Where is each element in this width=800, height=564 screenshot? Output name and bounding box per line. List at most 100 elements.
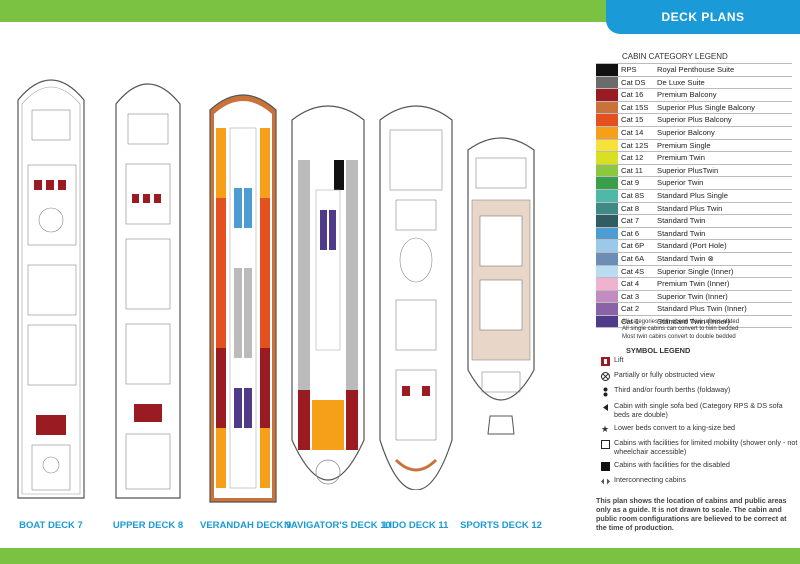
deck-label-11: LIDO DECK 11 (383, 520, 449, 531)
deck-10-drawing (291, 105, 365, 485)
category-code: Cat 11 (621, 165, 643, 175)
category-swatch (596, 202, 618, 215)
deck-8-drawing (115, 83, 181, 499)
category-code: Cat 12S (621, 140, 649, 150)
category-description: Superior PlusTwin (657, 165, 719, 175)
category-description: Standard (Port Hole) (657, 241, 727, 251)
disabled-facilities-icon (596, 461, 614, 472)
category-description: Premium Single (657, 140, 711, 150)
category-swatch (596, 114, 618, 126)
third-fourth-berth-icon (596, 386, 614, 397)
symbol-row-king-bed: ★ Lower beds convert to a king-size bed (596, 424, 800, 434)
category-swatch (596, 303, 618, 315)
lift-icon (596, 356, 614, 366)
category-swatch (596, 252, 618, 265)
deck-plan-sports-deck-12[interactable] (462, 130, 540, 470)
category-code: Cat 14 (621, 127, 644, 137)
symbol-row-berths: Third and/or fourth berths (foldaway) (596, 385, 800, 397)
symbol-text: Interconnecting cabins (614, 475, 686, 485)
category-description: Standard Plus Single (657, 190, 728, 200)
category-code: Cat 6A (621, 253, 645, 263)
limited-mobility-icon (596, 439, 614, 450)
category-row: Cat 16 Premium Balcony (596, 88, 792, 101)
category-row: Cat 12S Premium Single (596, 138, 792, 152)
symbol-text: Partially or fully obstructed view (614, 370, 715, 379)
category-code: Cat 3 (621, 291, 640, 301)
deck-plans-area: BOAT DECK 7 UPPER DECK 8 (0, 60, 590, 531)
category-description: Standard Twin (657, 216, 706, 226)
category-swatch (596, 315, 618, 328)
category-swatch (596, 101, 618, 114)
category-code: Cat 1 (621, 316, 640, 326)
category-code: Cat 12 (621, 153, 644, 163)
category-code: Cat DS (621, 77, 646, 87)
symbol-row-limited-mobility: Cabins with facilities for limited mobil… (596, 438, 800, 456)
category-description: Superior Twin (Inner) (657, 291, 728, 301)
symbol-text: Third and/or fourth berths (foldaway) (614, 385, 731, 394)
category-row: Cat DS De Luxe Suite (596, 75, 792, 89)
deck-label-7: BOAT DECK 7 (19, 520, 83, 531)
king-bed-star-icon: ★ (600, 424, 610, 435)
deck-plan-verandah-deck-9[interactable] (206, 88, 280, 510)
category-code: Cat 15 (621, 115, 644, 125)
category-description: Standard Plus Twin (Inner) (657, 304, 747, 314)
bottom-green-bar (0, 548, 800, 564)
category-description: Superior Plus Single Balcony (657, 102, 755, 112)
legend-note: All categories with ocean view unless st… (622, 319, 740, 325)
category-swatch (596, 189, 618, 202)
category-swatch (596, 76, 618, 89)
category-description: Superior Plus Balcony (657, 115, 732, 125)
category-code: Cat 6 (621, 228, 640, 238)
page-title: DECK PLANS (606, 0, 800, 34)
category-swatch (596, 227, 618, 240)
symbol-text: Cabins with facilities for limited mobil… (614, 438, 798, 456)
symbol-legend-title: SYMBOL LEGEND (626, 346, 691, 355)
category-description: De Luxe Suite (657, 77, 705, 87)
obstructed-view-icon (596, 371, 614, 381)
legend-notes: All categories with ocean view unless st… (622, 319, 798, 341)
category-row: Cat 14 Superior Balcony (596, 125, 792, 139)
sofa-bed-icon (596, 402, 614, 412)
deck-12-drawing (467, 137, 535, 435)
deck-plan-boat-deck-7[interactable] (12, 70, 90, 510)
category-row: Cat 15 Superior Plus Balcony (596, 113, 792, 126)
symbol-row-sofa-bed: Cabin with single sofa bed (Category RPS… (596, 401, 800, 419)
symbol-row-interconnecting: Interconnecting cabins (596, 476, 800, 486)
category-description: Standard Twin ⊗ (657, 253, 714, 263)
symbol-text: Cabins with facilities for the disabled (614, 460, 730, 470)
symbol-text: Lower beds convert to a king-size bed (614, 423, 736, 433)
category-swatch (596, 278, 618, 290)
category-swatch (596, 265, 618, 278)
deck-7-drawing (17, 79, 85, 499)
deck-9-drawing (209, 94, 277, 503)
category-row: Cat 6 Standard Twin (596, 226, 792, 240)
symbol-row-disabled: Cabins with facilities for the disabled (596, 460, 800, 472)
legend-note: All single cabins can convert to twin be… (622, 326, 739, 333)
category-row: Cat 6A Standard Twin ⊗ (596, 251, 792, 265)
category-description: Premium Balcony (657, 90, 717, 100)
symbol-text: Lift (614, 355, 624, 364)
category-swatch (596, 139, 618, 152)
deck-plan-navigators-deck-10[interactable] (288, 100, 368, 510)
deck-label-9: VERANDAH DECK 9 (200, 520, 292, 531)
category-code: Cat 16 (621, 90, 644, 100)
category-description: Superior Balcony (657, 127, 715, 137)
category-swatch (596, 164, 618, 177)
symbol-row-lift: Lift (596, 355, 800, 366)
deck-plan-upper-deck-8[interactable] (110, 74, 186, 510)
category-description: Superior Single (Inner) (657, 266, 734, 276)
category-code: RPS (621, 65, 637, 74)
category-description: Premium Twin (Inner) (657, 279, 730, 289)
deck-plan-lido-deck-11[interactable] (376, 100, 456, 490)
category-description: Standard Twin (657, 228, 706, 238)
